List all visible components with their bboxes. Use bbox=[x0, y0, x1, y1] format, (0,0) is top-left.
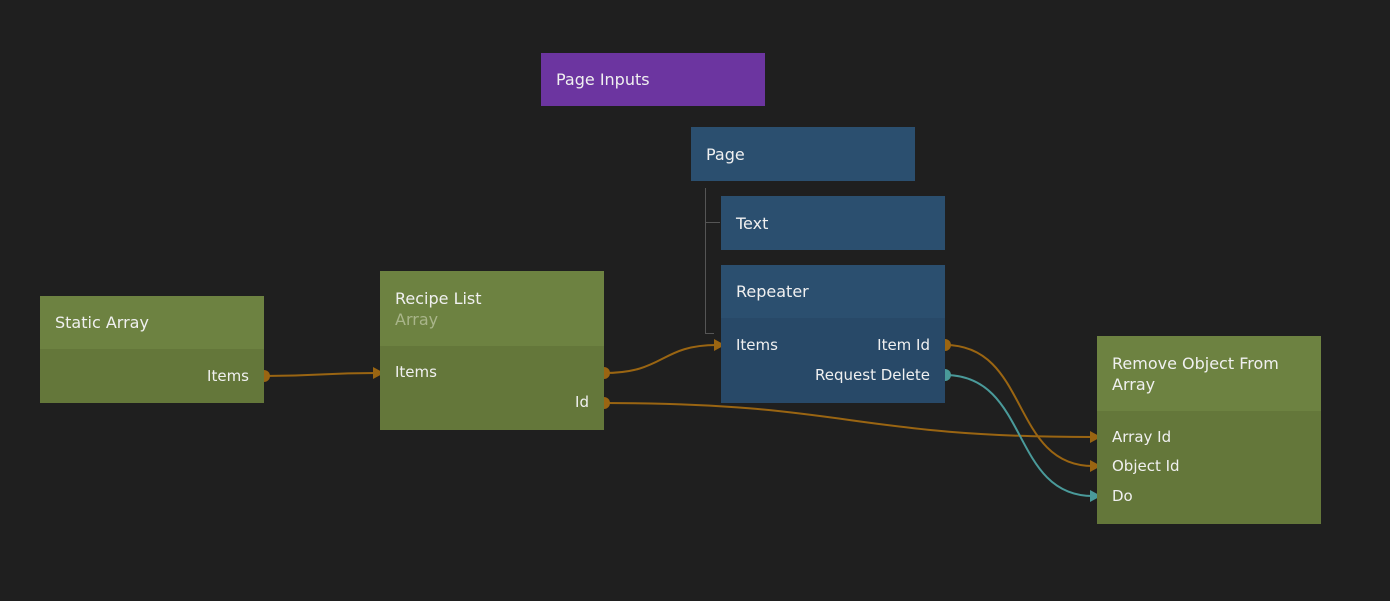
port-items-in[interactable]: Items bbox=[736, 336, 778, 354]
node-title: Repeater bbox=[736, 282, 809, 301]
port-request-delete-out[interactable]: Request Delete bbox=[815, 366, 930, 384]
port-items-in[interactable]: Items bbox=[395, 363, 437, 381]
node-static-array[interactable]: Static Array Items bbox=[40, 296, 264, 403]
arrow-object-id-in bbox=[1090, 460, 1101, 472]
connection-static-items-to-recipe-items bbox=[263, 372, 377, 377]
node-remove-object-from-array[interactable]: Remove Object From Array Array Id Object… bbox=[1097, 336, 1321, 524]
node-page-inputs[interactable]: Page Inputs bbox=[541, 53, 765, 106]
connection-item-id-to-object-id bbox=[944, 344, 1094, 467]
port-array-id-in[interactable]: Array Id bbox=[1112, 428, 1172, 446]
arrow-repeater-items-in bbox=[714, 339, 725, 351]
connection-recipe-items-to-repeater-items bbox=[603, 344, 718, 374]
node-text[interactable]: Text bbox=[721, 196, 945, 250]
hierarchy-tick-text bbox=[705, 222, 720, 223]
node-title: Page bbox=[706, 144, 745, 164]
node-page[interactable]: Page bbox=[691, 127, 915, 181]
node-subtitle: Array bbox=[395, 309, 439, 329]
node-title: Static Array bbox=[55, 313, 149, 332]
arrow-array-id-in bbox=[1090, 431, 1101, 443]
port-items-out[interactable]: Items bbox=[207, 367, 249, 385]
port-object-id-in[interactable]: Object Id bbox=[1112, 457, 1180, 475]
connection-request-delete-to-do bbox=[944, 374, 1094, 497]
node-repeater[interactable]: Repeater Items Item Id Request Delete bbox=[721, 265, 945, 403]
node-title: Recipe List bbox=[395, 288, 482, 308]
connection-recipe-id-to-array-id bbox=[603, 402, 1094, 438]
arrow-do-in bbox=[1090, 490, 1101, 502]
arrow-recipe-items-in bbox=[373, 367, 384, 379]
port-item-id-out[interactable]: Item Id bbox=[877, 336, 930, 354]
node-title: Text bbox=[736, 213, 769, 233]
node-title: Remove Object From Array bbox=[1112, 353, 1279, 394]
port-id-out[interactable]: Id bbox=[575, 393, 589, 411]
hierarchy-line bbox=[705, 188, 714, 334]
port-do-in[interactable]: Do bbox=[1112, 487, 1133, 505]
node-title: Page Inputs bbox=[556, 70, 650, 89]
node-recipe-list[interactable]: Recipe List Array Items Id bbox=[380, 271, 604, 430]
